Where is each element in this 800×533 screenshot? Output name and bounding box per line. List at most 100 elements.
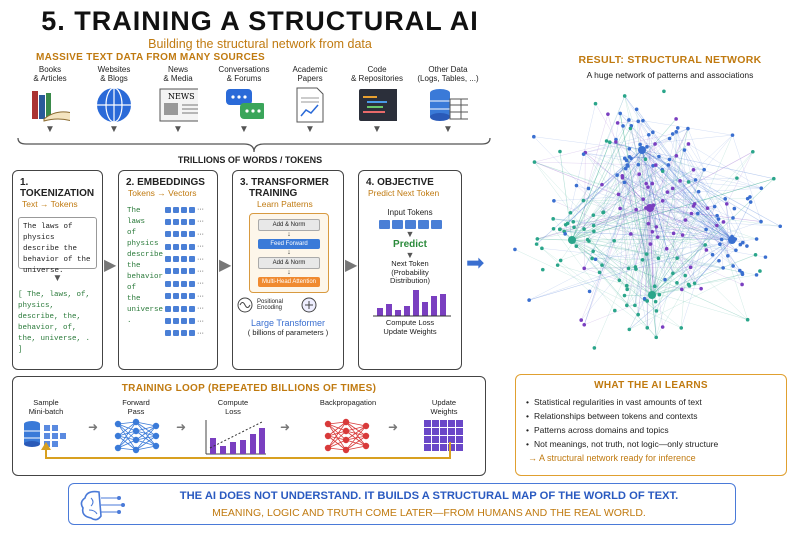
loop-step: Backpropagation: [308, 398, 388, 407]
network-node: [678, 179, 682, 183]
probability-bar: [386, 303, 392, 316]
vector-cell: [173, 280, 179, 287]
network-node: [654, 309, 659, 313]
vector-cell: [181, 305, 187, 312]
token-list: [ The, laws, of, physics, describe, the,…: [18, 291, 91, 354]
source-label: & Articles: [33, 74, 67, 83]
source-news: News & Media NEWS ▼: [146, 65, 210, 135]
vector-cell: [165, 280, 171, 287]
probability-bar: [422, 301, 428, 316]
probability-bar: [377, 307, 383, 316]
cluster-hub: [646, 204, 654, 212]
network-node: [608, 140, 612, 145]
weight-cell: [440, 428, 447, 435]
probability-bar: [395, 309, 401, 316]
result-heading: RESULT: STRUCTURAL NETWORK: [578, 54, 762, 66]
network-node: [625, 287, 629, 292]
network-node: [132, 436, 140, 444]
network-node: [663, 277, 667, 282]
network-node: [721, 266, 725, 270]
list-item: Not meanings, not truth, not logic—only …: [526, 439, 786, 449]
network-node: [558, 258, 563, 263]
network-node: [648, 242, 653, 246]
network-node: [734, 248, 738, 253]
network-node: [688, 265, 693, 269]
next-token-label: (Probability: [391, 267, 429, 277]
network-node: [740, 270, 744, 275]
network-node: [778, 224, 783, 229]
source-label: Academic: [292, 65, 328, 74]
network-node: [675, 256, 679, 260]
network-node: [613, 308, 617, 313]
vector-cell: [181, 243, 187, 250]
page-title: 5. TRAINING A STRUCTURAL AI: [41, 6, 479, 36]
network-node: [638, 142, 642, 147]
vector-cell: [189, 231, 195, 238]
network-node: [653, 142, 657, 146]
source-conversations: Conversations & Forums ▼: [210, 65, 278, 135]
network-node: [735, 176, 739, 180]
panel-title: 3. TRANSFORMER: [240, 177, 329, 188]
network-node: [623, 166, 628, 171]
network-node: [634, 207, 638, 212]
network-node: [644, 181, 648, 186]
panel-subtitle: Predict Next Token: [368, 188, 440, 198]
vector-row: ···: [165, 318, 204, 325]
vector-row: ···: [165, 293, 204, 300]
network-node: [572, 225, 576, 230]
network-node: [712, 204, 717, 209]
network-node: [674, 117, 678, 121]
network-node: [748, 200, 753, 204]
weight-cell: [432, 428, 439, 435]
network-node: [590, 256, 594, 261]
database-table-icon: [428, 86, 468, 124]
loop-step-label: Loss: [225, 407, 241, 416]
network-node: [629, 232, 633, 236]
source-label: Other Data: [428, 65, 468, 74]
network-node: [738, 268, 742, 273]
network-node: [642, 296, 647, 301]
vector-row: ···: [165, 305, 204, 312]
network-node: [641, 118, 645, 123]
network-node: [342, 427, 350, 435]
network-node: [563, 232, 567, 236]
vector-cell: [181, 280, 187, 287]
network-node: [629, 156, 633, 161]
vector-cell: [189, 243, 195, 250]
network-node: [622, 180, 627, 185]
newspaper-icon: NEWS: [158, 86, 198, 124]
bottom-banner: THE AI DOES NOT UNDERSTAND. IT BUILDS A …: [68, 483, 736, 525]
network-node: [540, 246, 544, 251]
network-node: [664, 246, 669, 251]
probability-bar: [404, 305, 410, 316]
sources-heading: MASSIVE TEXT DATA FROM MANY SOURCES: [36, 52, 266, 63]
network-node: [621, 124, 625, 128]
network-node: [754, 237, 759, 241]
network-node: [615, 173, 619, 177]
network-node: [582, 227, 586, 231]
network-node: [627, 147, 632, 151]
brain-circuit-icon: [80, 490, 125, 521]
next-token-label: Next Token: [391, 259, 429, 268]
large-transformer-label: Large Transformer: [250, 318, 326, 328]
arrow-right-icon: ▶: [104, 257, 117, 274]
source-label: & Media: [163, 74, 193, 83]
loop-step-label: Sample: [33, 398, 59, 407]
probability-bar: [431, 295, 437, 316]
big-arrow-right-icon: ➡: [466, 250, 485, 275]
network-node: [644, 252, 649, 256]
network-node: [731, 216, 735, 220]
network-node: [579, 318, 584, 322]
source-books: Books & Articles ▼: [18, 65, 82, 135]
network-node: [571, 219, 576, 224]
embedding-word: the: [127, 295, 141, 303]
weights-grid-icon: [424, 420, 463, 451]
network-node: [618, 206, 622, 211]
weight-cell: [424, 420, 431, 427]
network-node: [654, 335, 659, 340]
network-node: [342, 418, 350, 426]
network-node: [660, 325, 665, 329]
network-node: [114, 432, 122, 440]
